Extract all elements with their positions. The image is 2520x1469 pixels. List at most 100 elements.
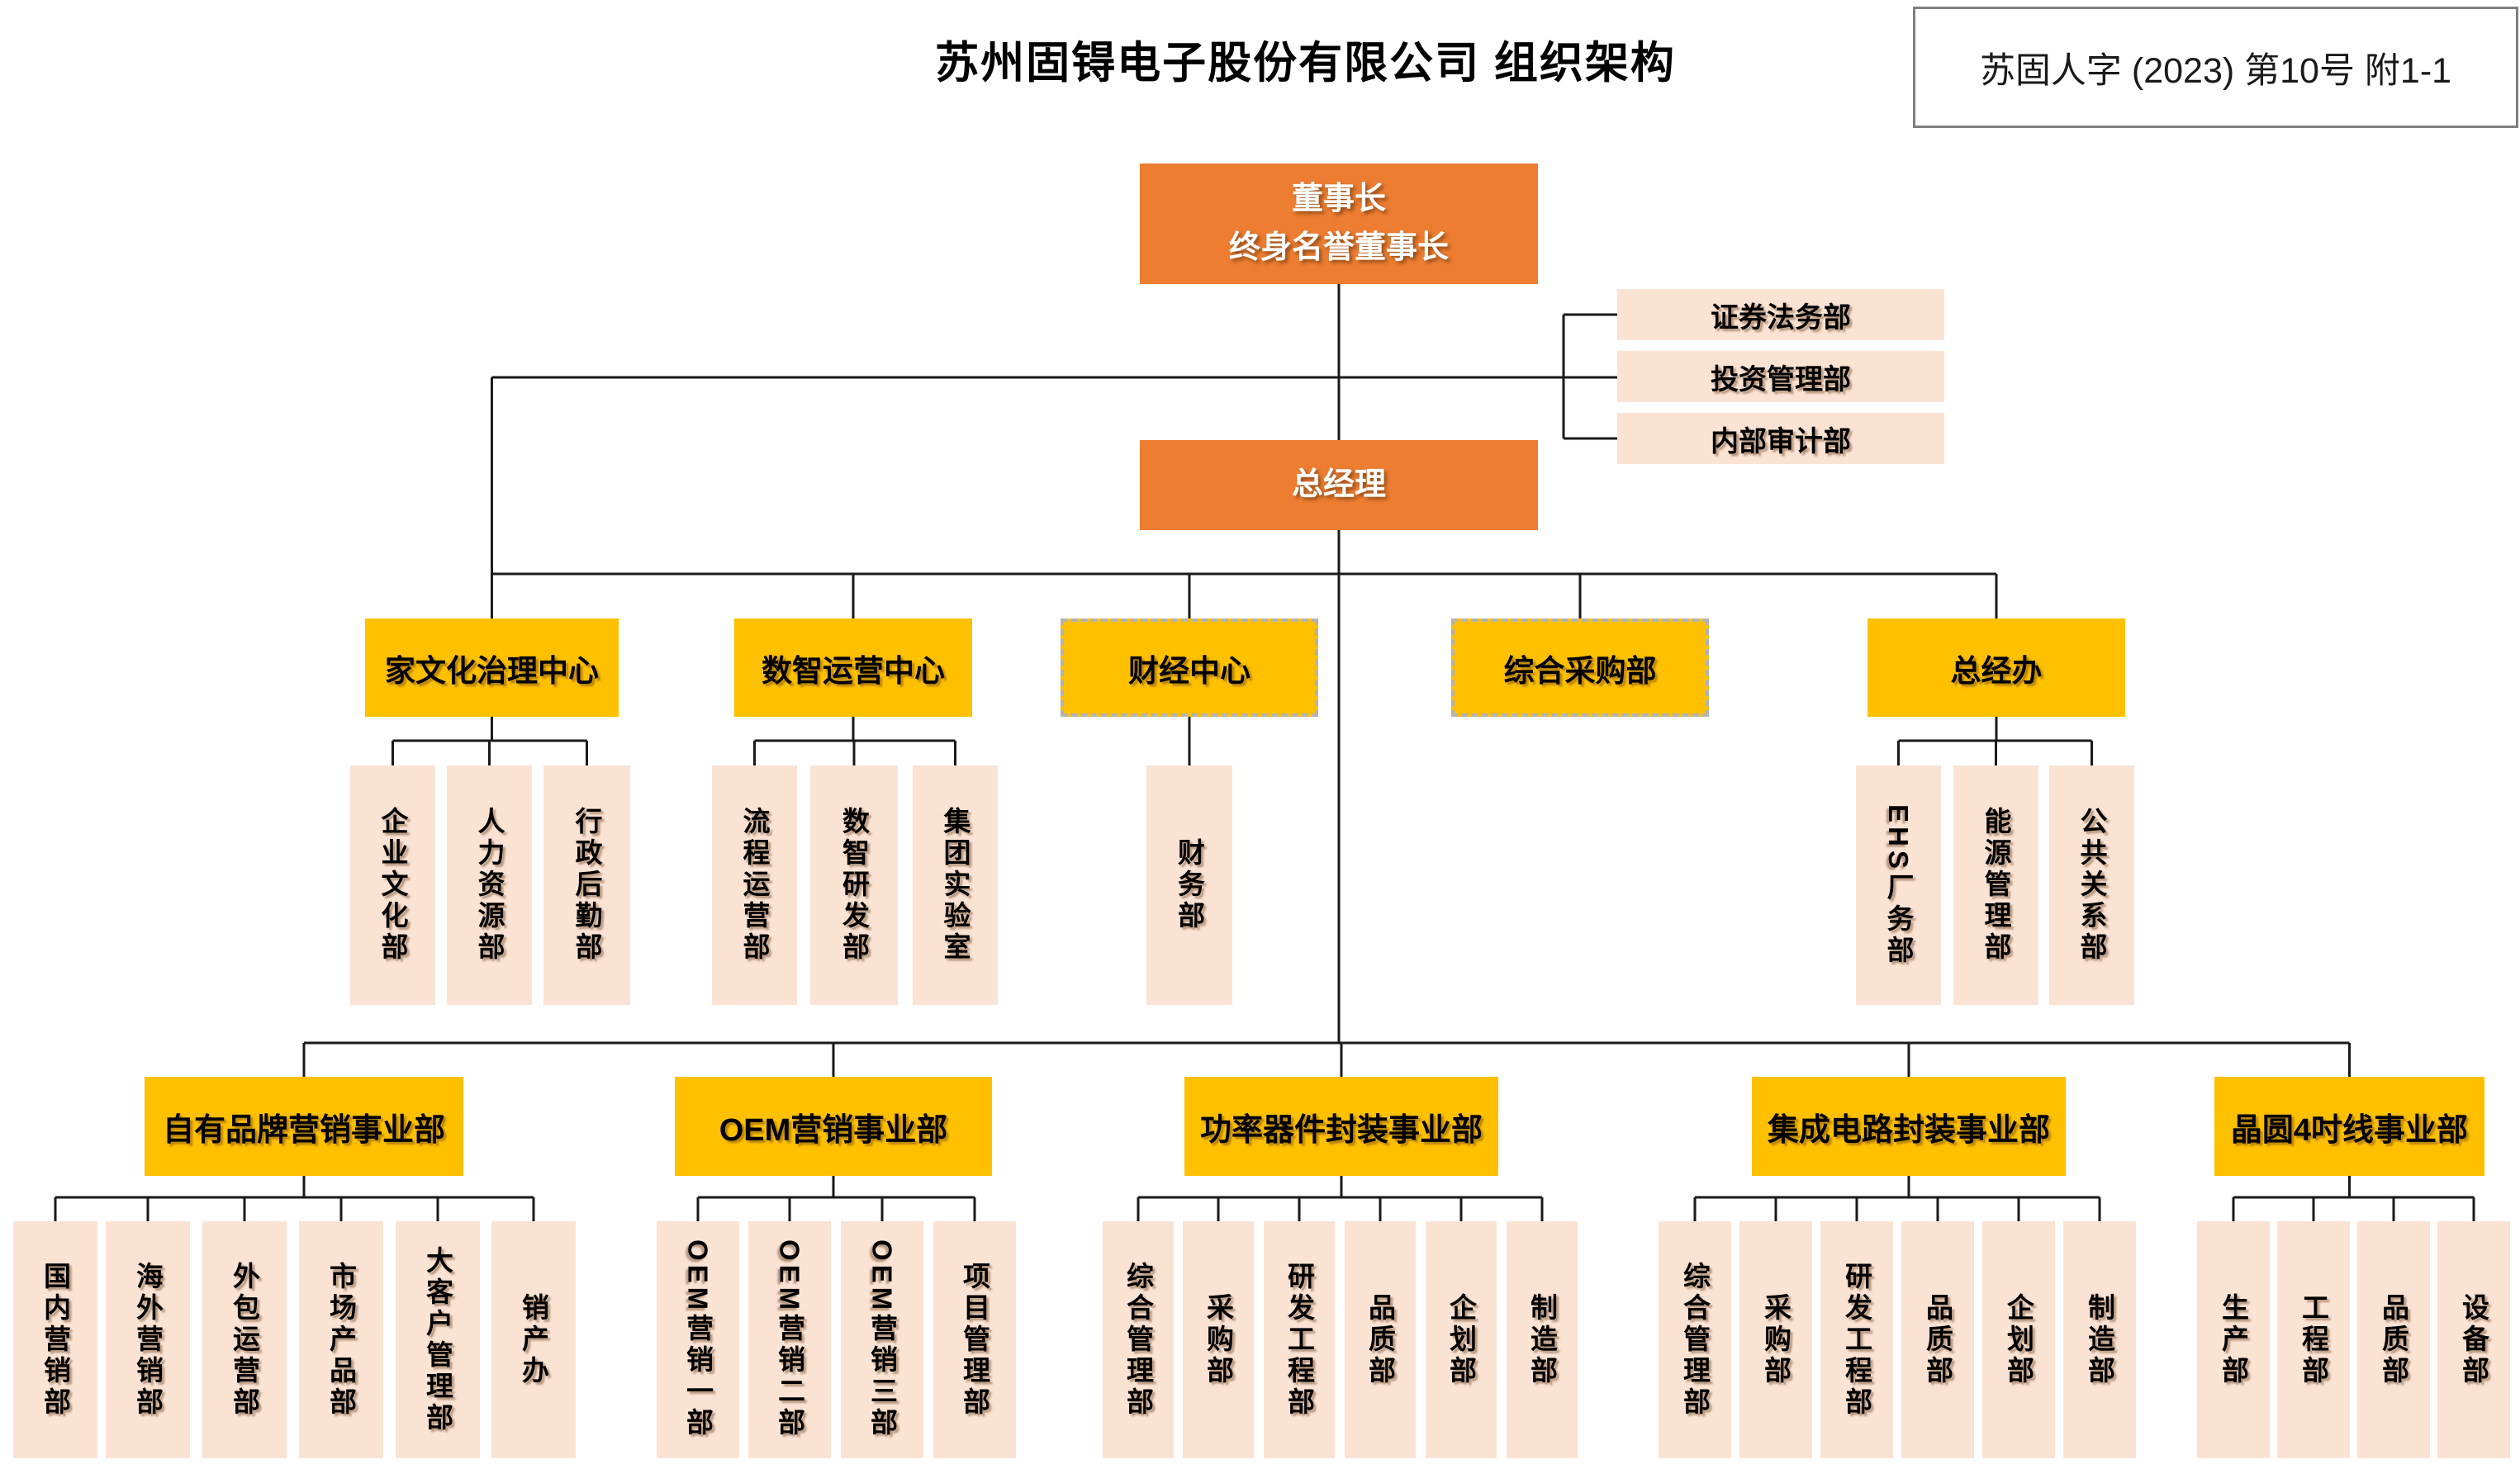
general-manager-box: 总经理 [1140,440,1538,530]
document-reference-box: 苏固人字 (2023) 第10号 附1-1 [1913,7,2518,128]
division-child-dept-box-label: 综合管理部 [1679,1261,1711,1419]
wafer-4inch-line-division-box: 晶圆4吋线事业部 [2214,1077,2484,1176]
ic-packaging-division-box: 集成电路封装事业部 [1752,1077,2066,1176]
division-child-dept-box-label: OEM营销二部 [774,1239,805,1440]
gm-office-box: 总经办 [1867,618,2125,717]
center-child-dept-box-label: 行政后勤部 [572,807,602,964]
own-brand-marketing-division-box-label: 自有品牌营销事业部 [162,1112,445,1148]
digital-operations-center-box: 数智运营中心 [734,618,972,717]
division-child-dept-box-label: 销产办 [518,1292,549,1387]
division-child-dept-box: 采购部 [1739,1221,1812,1458]
center-child-dept-box: 人力资源部 [447,765,532,1005]
securities-legal-dept-box-label: 证券法务部 [1711,301,1851,334]
division-child-dept-box-label: 国内营销部 [40,1261,71,1419]
division-child-dept-box: 制造部 [1507,1221,1578,1458]
chairman-box: 董事长 终身名誉董事长 [1140,163,1538,284]
division-child-dept-box-label: 品质部 [1922,1292,1953,1387]
center-child-dept-box: EHS厂务部 [1856,765,1941,1005]
division-child-dept-box: 大客户管理部 [396,1221,480,1458]
power-device-packaging-division-box-label: 功率器件封装事业部 [1199,1112,1483,1148]
division-child-dept-box-label: 品质部 [2378,1292,2409,1387]
center-child-dept-box-label: 集团实验室 [940,807,971,964]
center-child-dept-box-label: 能源管理部 [1981,807,2011,964]
division-child-dept-box: 企划部 [1982,1221,2055,1458]
own-brand-marketing-division-box: 自有品牌营销事业部 [145,1077,463,1176]
center-child-dept-box-label: 企业文化部 [377,807,408,964]
division-child-dept-box-label: 生产部 [2218,1292,2249,1387]
center-child-dept-box-label: 财务部 [1174,838,1205,932]
oem-marketing-division-box: OEM营销事业部 [675,1077,992,1176]
division-child-dept-box: 品质部 [2357,1221,2430,1458]
division-child-dept-box: OEM营销三部 [841,1221,923,1458]
division-child-dept-box: OEM营销二部 [748,1221,831,1458]
division-child-dept-box-label: 采购部 [1760,1292,1792,1387]
division-child-dept-box: 销产办 [491,1221,576,1458]
division-child-dept-box-label: 制造部 [2084,1292,2115,1387]
center-child-dept-box: 集团实验室 [913,765,998,1005]
center-child-dept-box-label: 公共关系部 [2076,807,2107,964]
division-child-dept-box-label: 采购部 [1203,1292,1234,1387]
document-reference-text: 苏固人字 (2023) 第10号 附1-1 [1979,50,2452,91]
general-manager-box-label: 总经理 [1291,467,1386,503]
division-child-dept-box-label: 品质部 [1364,1292,1396,1387]
division-child-dept-box: 综合管理部 [1103,1221,1174,1458]
division-child-dept-box: 外包运营部 [202,1221,287,1458]
division-child-dept-box-label: 研发工程部 [1284,1261,1315,1419]
center-child-dept-box: 行政后勤部 [543,765,630,1005]
investment-management-dept-box: 投资管理部 [1617,351,1944,402]
investment-management-dept-box-label: 投资管理部 [1711,363,1851,396]
digital-operations-center-box-label: 数智运营中心 [762,653,945,688]
center-child-dept-box: 数智研发部 [810,765,898,1005]
center-child-dept-box-label: 数智研发部 [838,807,870,964]
division-child-dept-box-label: 企划部 [2003,1292,2034,1387]
ic-packaging-division-box-label: 集成电路封装事业部 [1767,1112,2050,1148]
division-child-dept-box-label: 项目管理部 [959,1261,990,1419]
division-child-dept-box-label: 设备部 [2458,1292,2489,1387]
power-device-packaging-division-box: 功率器件封装事业部 [1184,1077,1498,1176]
family-culture-center-box-label: 家文化治理中心 [385,653,599,688]
division-child-dept-box: 项目管理部 [933,1221,1016,1458]
division-child-dept-box-label: 工程部 [2298,1292,2329,1387]
general-procurement-dept-box: 综合采购部 [1451,618,1709,717]
wafer-4inch-line-division-box-label: 晶圆4吋线事业部 [2230,1112,2469,1148]
securities-legal-dept-box: 证券法务部 [1617,289,1944,340]
division-child-dept-box-label: 市场产品部 [325,1261,357,1419]
center-child-dept-box: 企业文化部 [350,765,435,1005]
division-child-dept-box: 综合管理部 [1659,1221,1731,1458]
division-child-dept-box: 研发工程部 [1820,1221,1893,1458]
division-child-dept-box: 研发工程部 [1264,1221,1335,1458]
center-child-dept-box: 财务部 [1146,765,1232,1005]
finance-center-box: 财经中心 [1061,618,1318,717]
center-child-dept-box-label: EHS厂务部 [1883,803,1914,967]
center-child-dept-box: 能源管理部 [1953,765,2038,1005]
division-child-dept-box: 品质部 [1345,1221,1416,1458]
division-child-dept-box-label: 外包运营部 [229,1261,260,1419]
division-child-dept-box: 国内营销部 [13,1221,97,1458]
division-child-dept-box-label: 企划部 [1445,1292,1477,1387]
division-child-dept-box-label: 制造部 [1526,1292,1558,1387]
page-title: 苏州固锝电子股份有限公司 组织架构 [935,39,1676,88]
general-procurement-dept-box-label: 综合采购部 [1503,653,1657,688]
division-child-dept-box: 海外营销部 [106,1221,190,1458]
internal-audit-dept-box: 内部审计部 [1617,413,1944,464]
center-child-dept-box-label: 人力资源部 [474,807,505,964]
division-child-dept-box-label: OEM营销一部 [682,1239,714,1440]
division-child-dept-box-label: 大客户管理部 [422,1245,453,1434]
division-child-dept-box-label: 海外营销部 [132,1261,164,1419]
division-child-dept-box: 制造部 [2063,1221,2136,1458]
center-child-dept-box: 公共关系部 [2049,765,2134,1005]
division-child-dept-box-label: 研发工程部 [1841,1261,1872,1419]
finance-center-box-label: 财经中心 [1128,653,1251,688]
family-culture-center-box: 家文化治理中心 [365,618,619,717]
division-child-dept-box: 市场产品部 [299,1221,383,1458]
division-child-dept-box: 工程部 [2277,1221,2350,1458]
division-child-dept-box: 生产部 [2197,1221,2270,1458]
division-child-dept-box: 设备部 [2437,1221,2510,1458]
division-child-dept-box: 品质部 [1901,1221,1974,1458]
division-child-dept-box-label: 综合管理部 [1122,1261,1154,1419]
internal-audit-dept-box-label: 内部审计部 [1711,425,1851,457]
division-child-dept-box-label: OEM营销三部 [866,1239,898,1440]
division-child-dept-box: 采购部 [1183,1221,1254,1458]
